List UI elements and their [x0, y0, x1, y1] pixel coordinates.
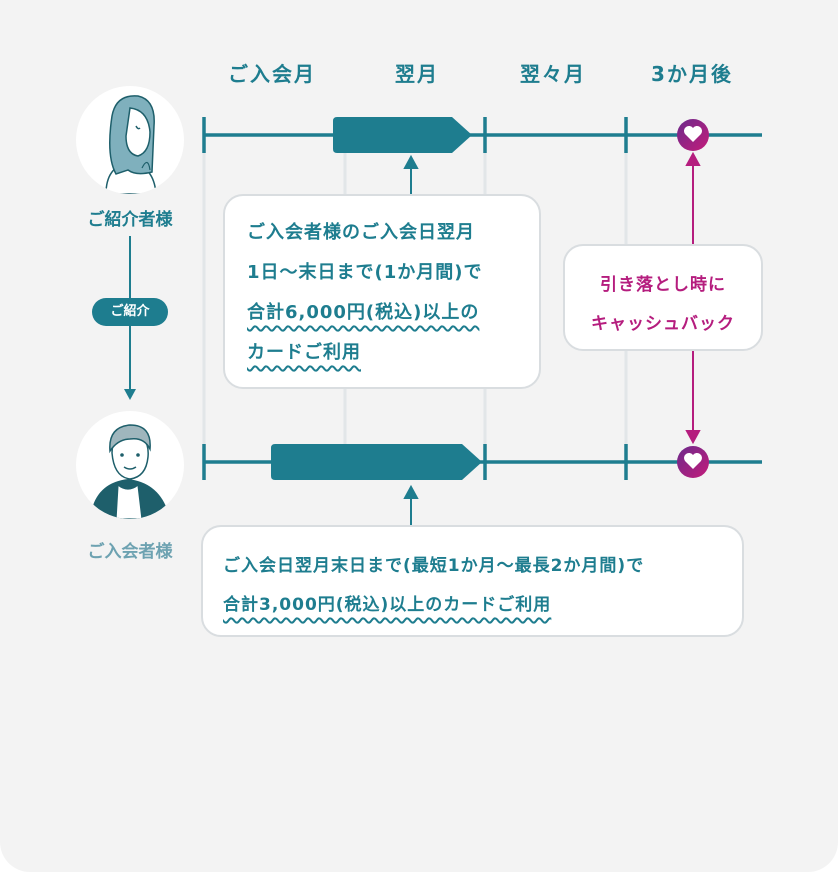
referrer-label: ご紹介者様	[87, 210, 173, 230]
column-header-three-months-later: 3か月後	[651, 62, 733, 86]
referee-period-bar	[271, 444, 482, 480]
referee-condition-callout: ご入会日翌月末日まで(最短1か月〜最長2か月間)で 合計3,000円(税込)以上…	[201, 525, 744, 637]
referee-label: ご入会者様	[87, 542, 173, 562]
referrer-avatar	[76, 86, 184, 194]
referrer-condition-line-3: 合計6,000円(税込)以上の	[247, 302, 480, 323]
column-header-next-month: 翌月	[395, 62, 439, 86]
column-header-join-month: ご入会月	[228, 62, 316, 86]
referrer-condition-line-4: カードご利用	[247, 342, 361, 363]
referral-badge: ご紹介	[92, 298, 168, 326]
referee-condition-line-1: ご入会日翌月末日まで(最短1か月〜最長2か月間)で	[223, 556, 645, 576]
heart-icon	[677, 119, 709, 151]
referee-condition-line-2: 合計3,000円(税込)以上のカードご利用	[223, 595, 552, 615]
cashback-callout: 引き落とし時に キャッシュバック	[563, 244, 763, 351]
referee-avatar	[76, 411, 184, 519]
column-header-month-after-next: 翌々月	[520, 62, 586, 86]
referrer-timeline	[202, 117, 762, 153]
referrer-condition-line-1: ご入会者様のご入会日翌月	[247, 222, 475, 243]
referee-timeline	[202, 444, 762, 480]
heart-icon	[677, 446, 709, 478]
referrer-period-bar	[333, 117, 472, 153]
referrer-condition-callout: ご入会者様のご入会日翌月 1日〜末日まで(1か月間)で 合計6,000円(税込)…	[223, 194, 541, 389]
cashback-arrows	[685, 151, 701, 445]
cashback-line-2: キャッシュバック	[591, 314, 735, 334]
cashback-line-1: 引き落とし時に	[600, 275, 726, 295]
referrer-condition-line-2: 1日〜末日まで(1か月間)で	[247, 262, 483, 283]
